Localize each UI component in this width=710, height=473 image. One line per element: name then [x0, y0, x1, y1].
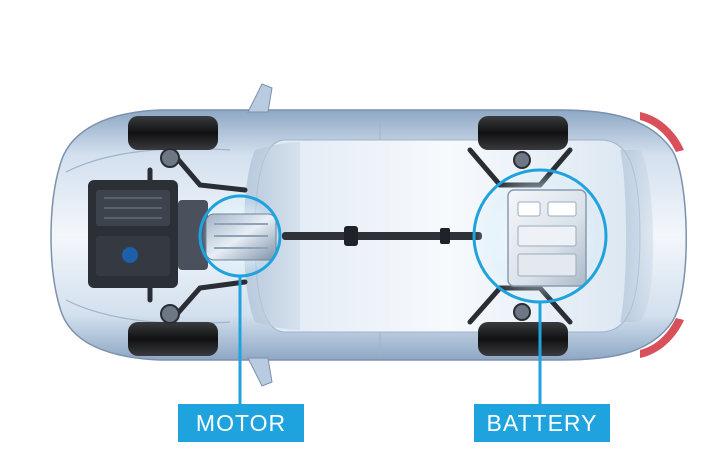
motor-label: MOTOR	[178, 404, 304, 442]
rear-right-tire	[478, 322, 568, 356]
motor-highlight	[198, 194, 282, 404]
battery-highlight	[472, 168, 608, 404]
engine	[88, 180, 208, 288]
front-right-tire	[128, 322, 218, 356]
drive-shaft	[282, 226, 482, 246]
battery-label: BATTERY	[474, 404, 610, 442]
front-left-tire	[128, 116, 218, 150]
rear-left-tire	[478, 116, 568, 150]
wheels	[128, 116, 568, 356]
